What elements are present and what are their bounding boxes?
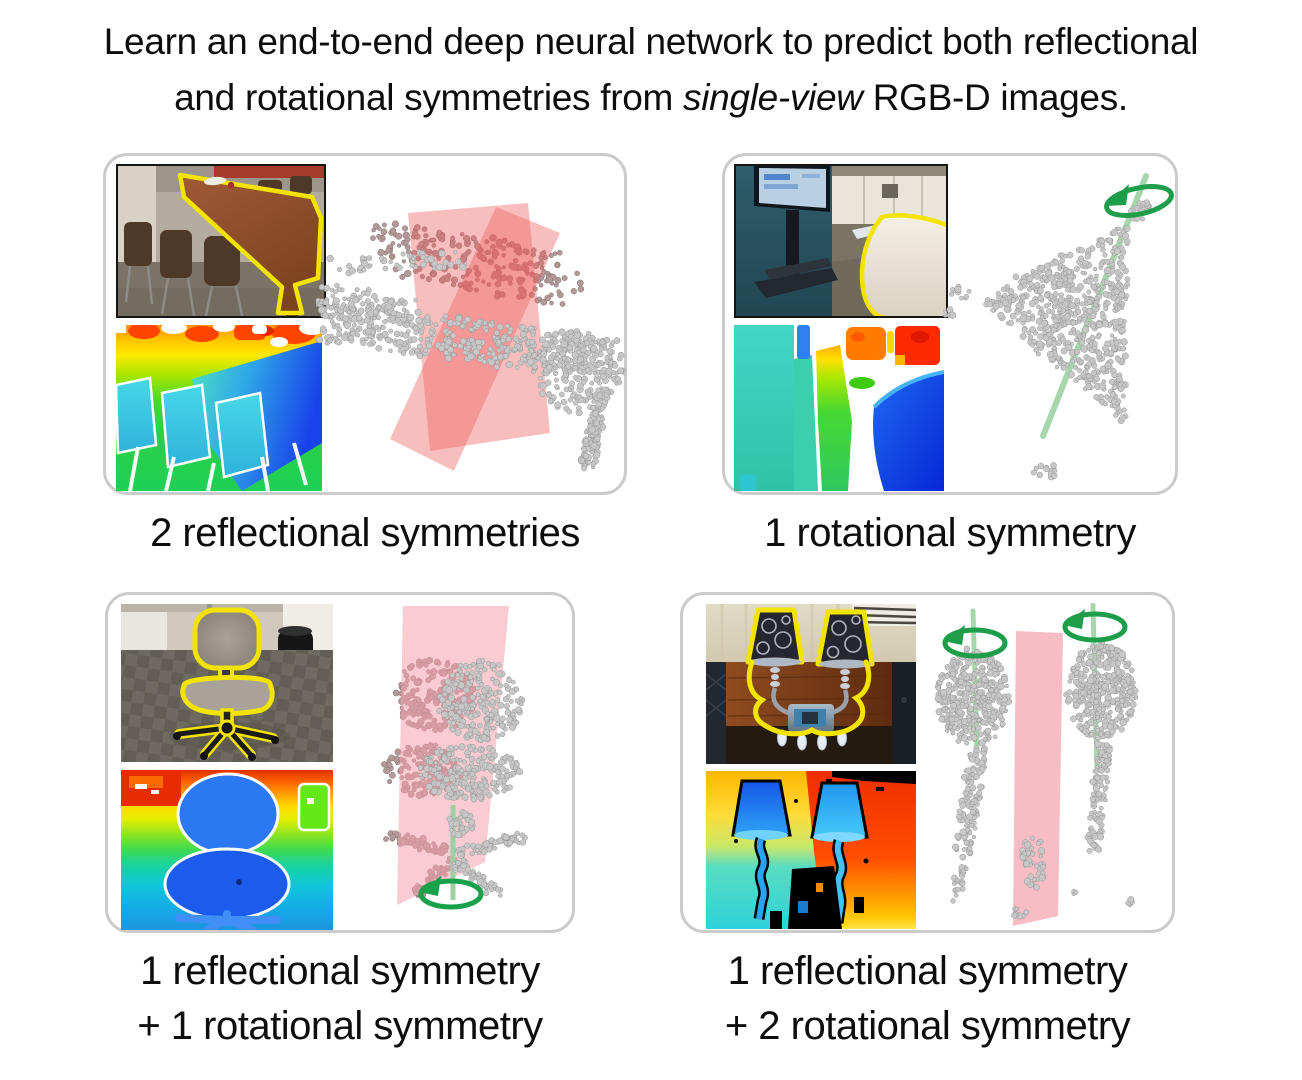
caption-line: + 2 rotational symmetry [724,1004,1131,1048]
pointcloud-table [316,203,626,472]
panel-caption: 1 reflectional symmetry + 1 rotational s… [75,944,605,1054]
panel-one-rotational [722,153,1178,495]
panel-caption: 1 rotational symmetry [722,506,1178,561]
caption-line: 1 reflectional symmetry [727,949,1128,993]
sconce [745,607,875,751]
caption-line: 1 rotational symmetry [764,511,1136,555]
rotation-arrow-icon [418,876,484,910]
rotation-arrow-right-icon [1062,609,1128,643]
rotation-arrow-icon [1104,184,1174,218]
caption-line: 1 reflectional symmetry [140,949,540,993]
pointcloud-lampshade [943,173,1174,481]
depth-map-wall-sconce [706,771,916,929]
points-cone [943,199,1154,481]
italic-phrase: single-view [683,77,863,118]
panel-caption: 1 reflectional symmetry + 2 rotational s… [655,944,1200,1054]
rgb-image-conference-table [116,164,326,318]
reflection-plane-2 [390,207,560,471]
title-line-1: Learn an end-to-end deep neural network … [103,21,1199,62]
points-lamps [934,639,1139,920]
panel-caption: 2 reflectional symmetries [103,506,627,561]
sconce-outline-yellow [746,659,872,737]
depth-map-tv-lamp [734,325,944,491]
office-chair-outline-yellow [173,607,279,761]
caption-line: + 1 rotational symmetry [137,1004,543,1048]
depth-map-conference-table [116,325,322,491]
pointcloud-chair [381,606,528,910]
rgb-image-office-chair [121,604,333,762]
panel-two-reflectional [103,153,627,495]
lampshade-outline-yellow [859,213,946,316]
table-outline-yellow [177,172,324,316]
figure-title: Learn an end-to-end deep neural network … [0,14,1302,126]
points-front [417,657,528,898]
rgb-image-tv-lamp [734,164,948,318]
lampshade [863,216,946,316]
rotation-arrow-left-icon [942,625,1008,659]
chair-depth-silhouette [163,772,291,921]
pointcloud-sconce [934,603,1139,926]
panel-one-reflectional-two-rotational [680,592,1175,933]
caption-line: 2 reflectional symmetries [150,511,580,555]
depth-map-office-chair [121,770,333,930]
points-front [316,249,626,472]
title-line-2: and rotational symmetries from single-vi… [174,77,1128,118]
rgb-image-wall-sconce [706,604,916,764]
panel-one-reflectional-one-rotational [105,592,575,933]
